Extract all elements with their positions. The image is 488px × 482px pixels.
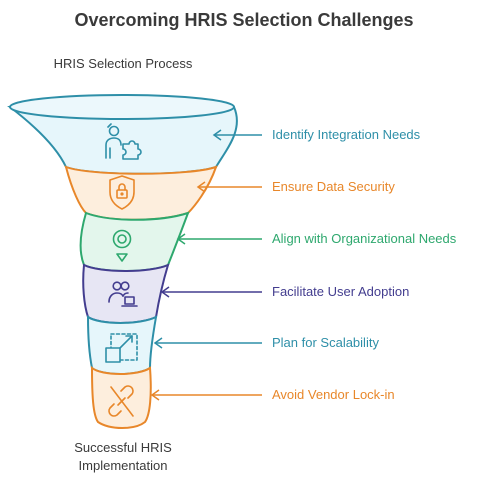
broken-link-icon <box>108 385 134 417</box>
funnel-bottom-label: Successful HRIS Implementation <box>38 439 208 475</box>
stage-label-1: Identify Integration Needs <box>272 127 421 142</box>
scale-expand-icon <box>105 333 138 363</box>
stage-label-2: Ensure Data Security <box>272 179 395 194</box>
stage-label-6: Avoid Vendor Lock-in <box>272 387 395 402</box>
connector-arrow-3 <box>176 233 262 245</box>
connector-arrow-6 <box>150 389 262 401</box>
person-puzzle-icon <box>105 123 142 160</box>
funnel-top-rim <box>9 94 235 120</box>
funnel-bottom-label-line-1: Successful HRIS <box>74 440 172 455</box>
stage-label-5: Plan for Scalability <box>272 335 379 350</box>
stage-label-4: Facilitate User Adoption <box>272 284 410 299</box>
stage-label-3: Align with Organizational Needs <box>272 231 457 246</box>
connector-arrow-1 <box>212 129 262 141</box>
funnel-top-label: HRIS Selection Process <box>53 56 193 71</box>
funnel-stage-3 <box>79 211 190 272</box>
diagram-title: Overcoming HRIS Selection Challenges <box>74 10 414 30</box>
target-location-icon <box>112 229 132 262</box>
funnel-stage-1 <box>7 94 238 175</box>
connector-arrow-5 <box>153 337 262 349</box>
users-laptop-icon <box>108 281 138 307</box>
funnel-stage-6 <box>90 365 152 429</box>
connector-arrow-2 <box>196 181 262 193</box>
shield-lock-icon <box>109 175 135 210</box>
funnel-stage-2 <box>64 165 218 221</box>
connector-arrow-4 <box>160 286 262 298</box>
funnel-bottom-label-line-2: Implementation <box>78 458 168 473</box>
